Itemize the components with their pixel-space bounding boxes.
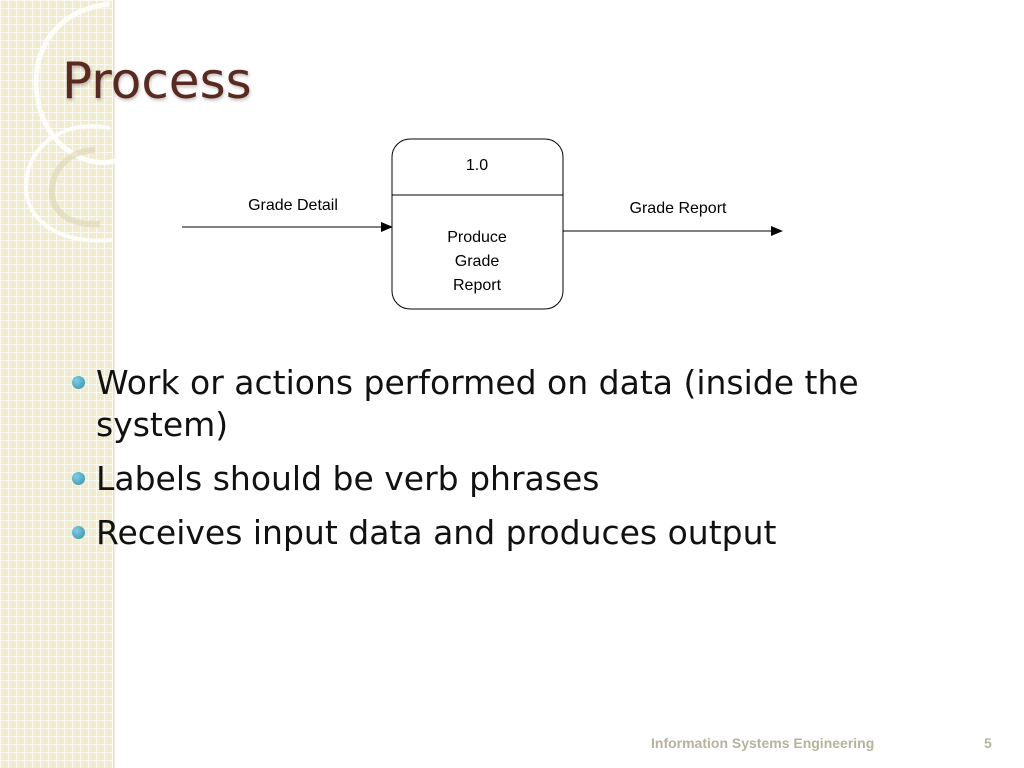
bullet-item: Receives input data and produces output [70,512,950,554]
process-name-line-3: Report [453,277,502,294]
bullet-dot-icon [72,376,85,389]
input-flow-label: Grade Detail [248,197,338,214]
bullet-dot-icon [72,526,85,539]
bullet-item: Work or actions performed on data (insid… [70,362,950,446]
footer-course-title: Information Systems Engineering [651,735,875,751]
process-name-line-2: Grade [455,253,500,270]
bullet-dot-icon [72,472,85,485]
decorative-swirls [23,1,119,243]
process-name-line-1: Produce [447,229,507,246]
bullet-text: Receives input data and produces output [96,513,777,552]
bullet-list: Work or actions performed on data (insid… [70,362,950,566]
bullet-item: Labels should be verb phrases [70,458,950,500]
bullet-text: Labels should be verb phrases [96,459,600,498]
slide-page-number: 5 [984,735,992,751]
dfd-process-diagram: Grade Detail 1.0 Produce Grade Report Gr… [182,138,783,310]
output-flow-label: Grade Report [630,200,727,217]
side-band-edge [113,0,116,768]
process-number: 1.0 [466,157,488,174]
slide-title: Process [62,52,252,110]
bullet-text: Work or actions performed on data (insid… [96,363,859,444]
process-box [391,138,564,310]
